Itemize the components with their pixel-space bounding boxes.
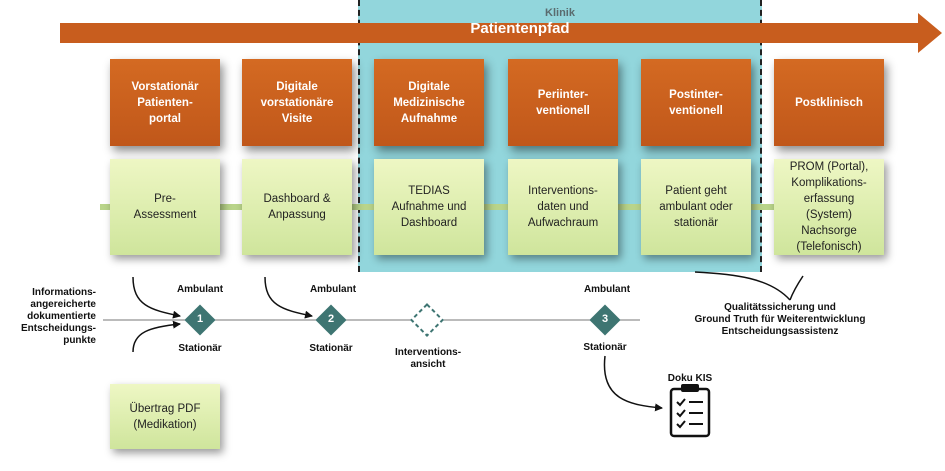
stage-box-4: Periinter- ventionell [508, 59, 618, 146]
info-label: Informations- angereicherte dokumentiert… [20, 287, 96, 346]
detail-box-3: TEDIAS Aufnahme und Dashboard [374, 159, 484, 255]
stage-box-6: Postklinisch [774, 59, 884, 146]
decision-2-ambulant: Ambulant [309, 284, 357, 295]
decision-2-stationaer: Stationär [309, 343, 353, 354]
detail-box-5: Patient geht ambulant oder stationär [641, 159, 751, 255]
detail-box-4: Interventions- daten und Aufwachraum [508, 159, 618, 255]
pdf-transfer-box: Übertrag PDF (Medikation) [110, 384, 220, 449]
decision-3-ambulant: Ambulant [583, 284, 631, 295]
decision-1-stationaer: Stationär [178, 343, 222, 354]
doku-kis-label: Doku KIS [667, 373, 713, 384]
arrow-ambulant-2 [264, 276, 313, 319]
decision-diamond-1 [184, 304, 216, 336]
detail-box-1: Pre- Assessment [110, 159, 220, 255]
stage-box-2: Digitale vorstationäre Visite [242, 59, 352, 146]
decision-1-number: 1 [196, 313, 204, 325]
decision-diamond-3 [589, 304, 621, 336]
patient-path-arrow [60, 13, 942, 53]
arrow-ambulant-1 [132, 276, 181, 319]
decision-1-ambulant: Ambulant [176, 284, 224, 295]
quality-bracket [694, 271, 791, 301]
detail-box-2: Dashboard & Anpassung [242, 159, 352, 255]
decision-2-number: 2 [327, 313, 335, 325]
clipboard-icon [669, 384, 711, 438]
decision-3-stationaer: Stationär [583, 342, 627, 353]
patient-path-label: Patientenpfad [470, 20, 570, 37]
stage-box-5: Postinter- ventionell [641, 59, 751, 146]
decision-diamond-2 [315, 304, 347, 336]
quality-bracket-up [789, 275, 804, 301]
arrow-doku [603, 355, 663, 412]
clinic-label: Klinik [545, 7, 575, 19]
stage-box-1: Vorstationär Patienten- portal [110, 59, 220, 146]
detail-box-6: PROM (Portal), Komplikations- erfassung … [774, 159, 884, 255]
arrow-stationaer-1 [132, 320, 181, 353]
intervention-view-label: Interventions- ansicht [394, 347, 462, 370]
intervention-diamond [410, 303, 444, 337]
stage-box-3: Digitale Medizinische Aufnahme [374, 59, 484, 146]
decision-3-number: 3 [601, 313, 609, 325]
quality-label: Qualitätssicherung und Ground Truth für … [694, 302, 866, 337]
